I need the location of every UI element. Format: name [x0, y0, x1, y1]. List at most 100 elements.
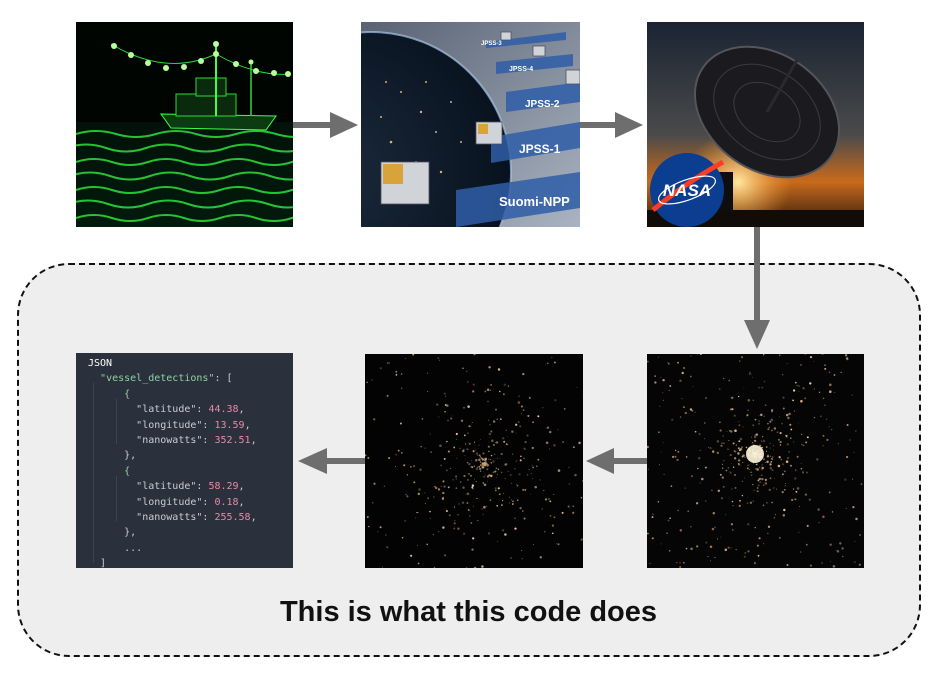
night-light-dot — [493, 453, 496, 455]
night-light-dot — [521, 558, 523, 560]
night-light-dot — [442, 491, 445, 495]
night-light-dot — [684, 487, 687, 489]
night-light-dot — [521, 550, 523, 551]
night-light-dot — [530, 473, 532, 475]
json-lon-key-1: "longitude" — [136, 419, 203, 431]
night-light-dot — [542, 407, 544, 409]
night-light-dot — [841, 547, 844, 550]
night-light-dot — [466, 492, 470, 495]
night-light-dot — [697, 456, 701, 460]
night-light-dot — [829, 561, 831, 563]
night-light-dot — [551, 524, 555, 527]
night-light-dot — [397, 449, 400, 452]
night-light-dot — [447, 486, 450, 489]
night-light-dot — [723, 442, 725, 444]
night-light-dot — [792, 441, 795, 443]
night-light-dot — [485, 462, 488, 466]
night-light-dot — [745, 446, 748, 449]
night-light-dot — [481, 462, 484, 465]
night-light-dot — [505, 463, 508, 466]
night-light-dot — [457, 527, 460, 530]
night-light-dot — [545, 364, 547, 366]
night-light-dot — [400, 387, 403, 390]
night-light-dot — [793, 488, 795, 490]
night-light-dot — [651, 513, 654, 516]
night-light-dot — [681, 398, 683, 400]
night-light-dot — [467, 405, 470, 408]
night-light-dot — [768, 426, 771, 429]
night-light-dot — [406, 495, 409, 498]
night-light-dot — [794, 381, 797, 384]
night-light-dot — [497, 468, 499, 470]
night-light-dot — [667, 362, 670, 365]
night-light-dot — [719, 429, 722, 432]
night-light-dot — [514, 467, 516, 470]
night-light-dot — [821, 354, 824, 356]
night-light-dot — [738, 440, 741, 443]
night-light-dot — [466, 478, 470, 481]
night-light-dot — [482, 513, 484, 516]
night-light-dot — [367, 457, 370, 459]
night-light-dot — [463, 434, 466, 437]
night-light-dot — [553, 444, 556, 447]
night-light-dot — [386, 394, 389, 397]
night-light-dot — [662, 392, 664, 394]
json-lat-value-2: 58.29 — [208, 481, 239, 493]
night-light-dot — [442, 496, 444, 499]
night-light-dot — [860, 483, 863, 486]
night-light-dot — [773, 449, 775, 451]
night-light-dot — [679, 565, 682, 568]
night-light-dot — [460, 419, 464, 423]
night-light-dot — [735, 549, 737, 551]
night-light-dot — [486, 468, 489, 471]
night-light-dot — [504, 463, 507, 466]
night-light-dot — [778, 536, 781, 539]
night-light-dot — [505, 429, 507, 431]
night-light-dot — [711, 489, 713, 492]
night-light-dot — [758, 422, 761, 425]
night-light-dot — [487, 464, 490, 467]
night-light-dot — [805, 441, 808, 444]
night-light-dot — [509, 556, 513, 560]
night-light-dot — [779, 440, 782, 444]
night-light-dot — [496, 504, 499, 507]
night-light-dot — [767, 532, 769, 534]
night-light-dot — [530, 493, 532, 495]
night-light-dot — [707, 556, 709, 558]
night-light-dot — [574, 473, 577, 477]
night-light-dot — [799, 363, 803, 367]
night-light-dot — [513, 517, 516, 520]
night-light-dot — [731, 529, 734, 531]
night-light-dot — [413, 465, 416, 468]
night-light-dot — [761, 464, 763, 466]
night-light-dot — [427, 372, 429, 374]
night-light-dot — [434, 485, 436, 488]
night-light-dot — [464, 443, 466, 445]
night-light-dot — [691, 409, 694, 412]
night-light-dot — [728, 379, 731, 382]
night-light-dot — [480, 470, 482, 472]
night-light-dot — [705, 541, 708, 544]
night-light-dot — [494, 442, 496, 444]
night-light-dot — [553, 516, 556, 519]
night-light-dot — [483, 505, 486, 509]
night-light-dot — [478, 465, 481, 468]
night-light-dot — [487, 532, 491, 535]
night-light-dot — [765, 446, 768, 448]
night-light-dot — [468, 425, 471, 428]
night-light-dot — [758, 420, 760, 422]
night-light-dot — [679, 379, 682, 383]
night-light-dot — [828, 426, 830, 428]
night-light-dot — [490, 462, 493, 464]
night-light-dot — [502, 437, 505, 440]
night-light-dot — [523, 457, 525, 460]
night-light-dot — [507, 471, 509, 472]
night-light-dot — [784, 485, 786, 487]
night-light-dot — [480, 457, 483, 460]
night-light-dot — [549, 514, 552, 517]
night-light-dot — [791, 498, 794, 502]
night-light-dot — [682, 406, 685, 409]
night-light-dot — [483, 475, 486, 478]
night-light-dot — [769, 420, 772, 423]
night-light-dot — [828, 491, 831, 494]
